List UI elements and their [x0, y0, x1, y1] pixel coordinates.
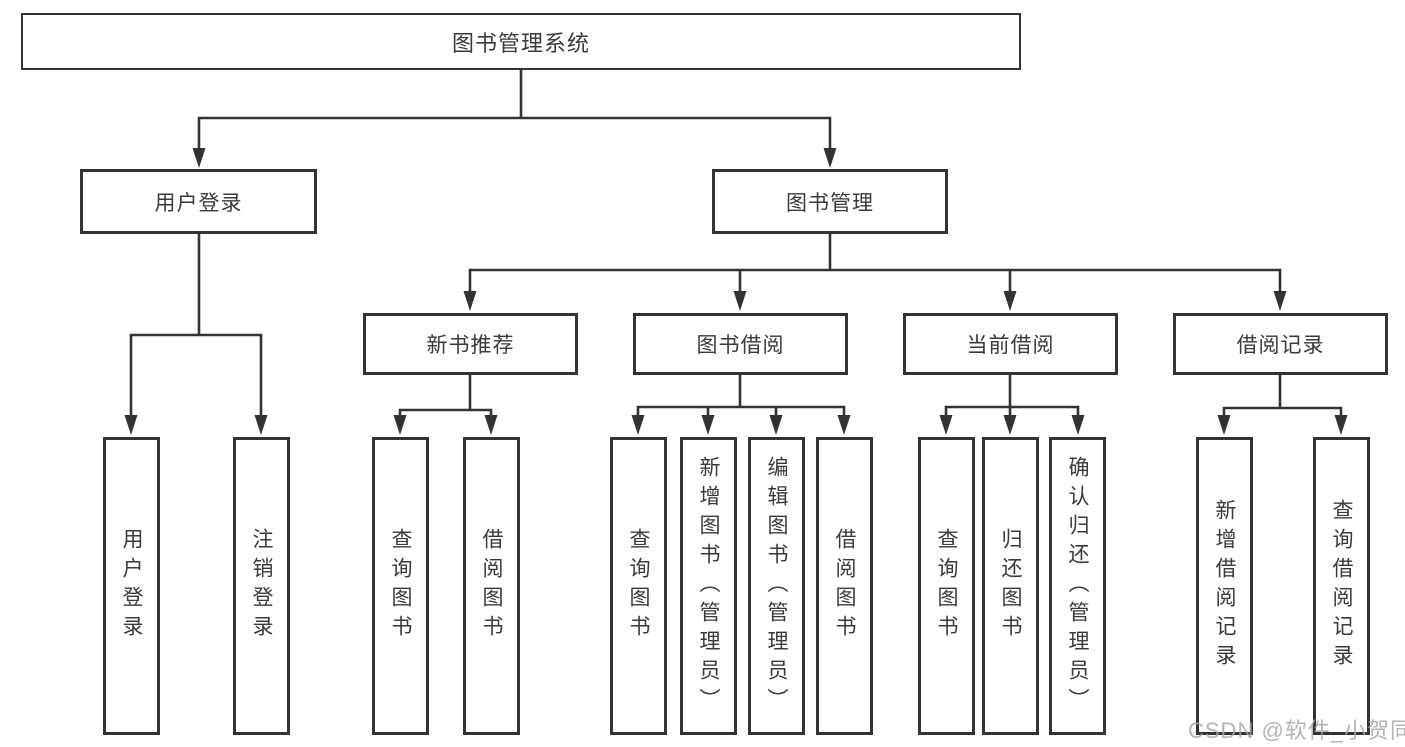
- node-label: 当前借阅: [966, 334, 1055, 357]
- connector-bookborrow-to-leaves: [636, 375, 846, 419]
- node-new-book-recommend: 新书推荐: [363, 313, 578, 375]
- arrowhead-icon: [463, 291, 477, 311]
- node-book-management: 图书管理: [712, 169, 948, 234]
- arrowhead-icon: [1071, 415, 1085, 435]
- leaf-label: 新增借阅记录: [1213, 499, 1236, 673]
- node-label: 图书管理: [786, 191, 874, 215]
- leaf-add-borrow-record: 新增借阅记录: [1196, 437, 1253, 735]
- leaf-label: 查询借阅记录: [1330, 499, 1353, 673]
- arrowhead-icon: [823, 148, 837, 168]
- connector-newbook-to-leaves: [398, 375, 493, 419]
- arrowhead-icon: [1334, 415, 1348, 435]
- leaf-edit-books-admin: 编辑图书（管理员）: [748, 437, 805, 735]
- arrowhead-icon: [631, 415, 645, 435]
- leaf-query-books-current: 查询图书: [918, 437, 975, 735]
- leaf-query-borrow-record: 查询借阅记录: [1313, 437, 1370, 735]
- leaf-label: 查询图书: [627, 528, 650, 644]
- arrowhead-icon: [124, 415, 138, 435]
- node-label: 图书借阅: [696, 334, 785, 357]
- arrowhead-icon: [837, 415, 851, 435]
- node-book-borrowing: 图书借阅: [633, 313, 848, 375]
- leaf-label: 新增图书（管理员）: [697, 455, 720, 717]
- leaf-logout: 注销登录: [233, 437, 290, 735]
- arrowhead-icon: [733, 291, 747, 311]
- arrowhead-icon: [254, 415, 268, 435]
- leaf-add-books-admin: 新增图书（管理员）: [680, 437, 737, 735]
- arrowheads: [124, 148, 1348, 435]
- leaf-label: 用户登录: [120, 528, 143, 644]
- arrowhead-icon: [1003, 291, 1017, 311]
- arrowhead-icon: [1003, 415, 1017, 435]
- connector-bookmgmt-to-level3: [468, 234, 1282, 295]
- node-current-borrowing: 当前借阅: [903, 313, 1118, 375]
- arrowhead-icon: [192, 148, 206, 168]
- leaf-label: 借阅图书: [833, 528, 856, 644]
- arrowhead-icon: [701, 415, 715, 435]
- leaf-label: 借阅图书: [480, 528, 503, 644]
- leaf-label: 注销登录: [250, 528, 273, 644]
- node-borrowing-records: 借阅记录: [1173, 313, 1388, 375]
- node-user-login: 用户登录: [80, 169, 317, 234]
- connector-records-to-leaves: [1222, 375, 1343, 419]
- leaf-query-books-recommend: 查询图书: [372, 437, 429, 735]
- leaf-label: 查询图书: [935, 528, 958, 644]
- arrowhead-icon: [484, 415, 498, 435]
- leaf-user-login: 用户登录: [103, 437, 160, 735]
- node-label: 图书管理系统: [451, 30, 590, 56]
- leaf-label: 归还图书: [999, 528, 1022, 644]
- arrowhead-icon: [769, 415, 783, 435]
- csdn-watermark: CSDN @软件_小贺同学: [1188, 718, 1405, 743]
- arrowhead-icon: [393, 415, 407, 435]
- leaf-query-books-borrowing: 查询图书: [610, 437, 667, 735]
- node-label: 用户登录: [154, 191, 243, 215]
- leaf-label: 编辑图书（管理员）: [765, 455, 788, 717]
- arrowhead-icon: [1273, 291, 1287, 311]
- leaf-label: 查询图书: [389, 528, 412, 644]
- leaf-confirm-return-admin: 确认归还（管理员）: [1049, 437, 1106, 735]
- leaf-borrow-books-recommend: 借阅图书: [463, 437, 520, 735]
- connector-userlogin-to-leaves: [129, 234, 263, 419]
- leaf-label: 确认归还（管理员）: [1066, 455, 1089, 717]
- node-label: 新书推荐: [426, 334, 515, 357]
- node-label: 借阅记录: [1236, 334, 1325, 357]
- leaf-borrow-books: 借阅图书: [816, 437, 873, 735]
- connector-root-to-level2: [197, 70, 832, 152]
- arrowhead-icon: [1217, 415, 1231, 435]
- connector-currentborrow-to-leaves: [944, 375, 1080, 419]
- node-library-management-system: 图书管理系统: [21, 13, 1021, 70]
- leaf-return-books: 归还图书: [982, 437, 1039, 735]
- arrowhead-icon: [939, 415, 953, 435]
